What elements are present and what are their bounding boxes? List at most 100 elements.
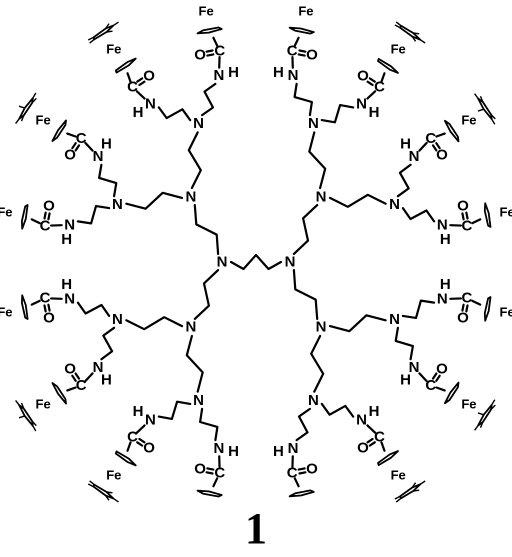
cp-link-bond bbox=[66, 386, 77, 392]
substituted-cp-ring bbox=[20, 204, 29, 230]
iron-atom: Fe bbox=[298, 3, 313, 18]
carbonyl-double-bond-b bbox=[368, 441, 376, 447]
cp-link-bond bbox=[380, 441, 386, 452]
terminal-propyl-chain bbox=[100, 326, 116, 361]
substituted-cp-ring bbox=[377, 58, 399, 74]
carbonyl-double-bond-a bbox=[431, 144, 438, 152]
iron-atom: Fe bbox=[106, 467, 121, 482]
pentamethyl-cp-ring bbox=[92, 483, 115, 500]
substituted-cp-ring bbox=[443, 381, 460, 405]
carbonyl-oxygen: O bbox=[357, 68, 369, 85]
terminal-propyl-chain bbox=[401, 207, 436, 223]
terminal-propyl-chain bbox=[199, 407, 219, 442]
carbonyl-carbon: C bbox=[425, 377, 436, 394]
carbonyl-double-bond-a bbox=[435, 374, 441, 382]
carbonyl-carbon: C bbox=[425, 130, 436, 147]
carbonyl-double-bond-a bbox=[74, 372, 81, 380]
terminal-propyl-chain bbox=[157, 400, 192, 420]
carbonyl-oxygen: O bbox=[306, 47, 318, 64]
carbonyl-oxygen: O bbox=[194, 461, 206, 478]
carbonyl-oxygen: O bbox=[436, 360, 448, 377]
propyl-chain bbox=[187, 131, 202, 190]
methyl-bond bbox=[31, 97, 37, 104]
amide-bond bbox=[84, 372, 94, 383]
branch-nitrogen: N bbox=[389, 311, 400, 328]
terminal-propyl-chain bbox=[76, 205, 111, 225]
carbonyl-double-bond-a bbox=[461, 303, 465, 312]
terminal-propyl-chain bbox=[157, 106, 192, 122]
methyl-bond bbox=[20, 115, 25, 122]
amide-bond bbox=[418, 141, 428, 152]
propyl-chain bbox=[292, 204, 319, 255]
propyl-chain bbox=[125, 191, 184, 210]
substituted-cp-ring bbox=[377, 450, 399, 467]
amide-hydrogen: H bbox=[61, 276, 72, 293]
amide-nitrogen: N bbox=[409, 148, 420, 165]
carbonyl-oxygen: O bbox=[43, 198, 55, 215]
carbonyl-oxygen: O bbox=[306, 461, 318, 478]
methyl-bond bbox=[491, 399, 496, 406]
carbonyl-carbon: C bbox=[461, 217, 472, 234]
propyl-chain bbox=[310, 334, 325, 393]
cp-link-bond bbox=[126, 72, 132, 83]
branch-nitrogen: N bbox=[112, 311, 123, 328]
carbonyl-carbon: C bbox=[127, 79, 138, 96]
amide-bond bbox=[418, 372, 428, 383]
substituted-cp-ring bbox=[20, 294, 29, 320]
cp-link-bond bbox=[471, 299, 482, 306]
carbonyl-double-bond-a bbox=[298, 471, 307, 475]
amide-nitrogen: N bbox=[437, 216, 448, 233]
amide-hydrogen: H bbox=[101, 136, 112, 153]
methyl-bond bbox=[419, 480, 426, 485]
propyl-chain bbox=[193, 269, 220, 320]
branch-nitrogen: N bbox=[316, 188, 327, 205]
carbonyl-double-bond-b bbox=[298, 49, 307, 53]
amide-hydrogen: H bbox=[440, 231, 451, 248]
carbonyl-double-bond-b bbox=[431, 372, 438, 380]
amide-nitrogen: N bbox=[93, 359, 104, 376]
cp-link-bond bbox=[471, 218, 482, 225]
amide-nitrogen: N bbox=[145, 412, 156, 429]
iron-atom: Fe bbox=[391, 42, 406, 57]
amide-hydrogen: H bbox=[133, 403, 144, 420]
amide-nitrogen: N bbox=[288, 440, 299, 457]
substituted-cp-ring bbox=[114, 450, 137, 467]
substituted-cp-ring bbox=[51, 382, 67, 405]
amide-hydrogen: H bbox=[61, 231, 72, 248]
methyl-bond bbox=[395, 21, 402, 27]
amide-bond bbox=[135, 90, 146, 100]
carbonyl-oxygen: O bbox=[457, 198, 469, 215]
amide-hydrogen: H bbox=[228, 443, 239, 460]
carbonyl-carbon: C bbox=[461, 290, 472, 307]
methyl-bond bbox=[32, 425, 37, 432]
carbonyl-double-bond-b bbox=[71, 374, 77, 382]
branch-nitrogen: N bbox=[308, 115, 319, 132]
terminal-propyl-chain bbox=[401, 299, 436, 319]
substituted-cp-ring bbox=[288, 26, 315, 35]
methyl-bond bbox=[474, 425, 479, 431]
amide-nitrogen: N bbox=[356, 412, 367, 429]
iron-atom: Fe bbox=[500, 205, 512, 220]
methyl-bond bbox=[413, 489, 420, 492]
carbonyl-carbon: C bbox=[287, 43, 298, 60]
amide-nitrogen: N bbox=[288, 67, 299, 84]
methyl-bond bbox=[106, 30, 113, 33]
amide-nitrogen: N bbox=[64, 291, 75, 308]
methyl-bond bbox=[395, 497, 402, 503]
methyl-bond bbox=[413, 32, 420, 35]
carbonyl-carbon: C bbox=[374, 428, 385, 445]
branch-nitrogen: N bbox=[308, 392, 319, 409]
terminal-propyl-chain bbox=[201, 82, 217, 117]
methyl-bond bbox=[89, 38, 95, 44]
amide-nitrogen: N bbox=[409, 359, 420, 376]
amide-nitrogen: N bbox=[213, 67, 224, 84]
amide-hydrogen: H bbox=[400, 136, 411, 153]
amide-nitrogen: N bbox=[145, 96, 156, 113]
methyl-bond bbox=[15, 118, 20, 125]
carbonyl-double-bond-a bbox=[138, 80, 146, 87]
